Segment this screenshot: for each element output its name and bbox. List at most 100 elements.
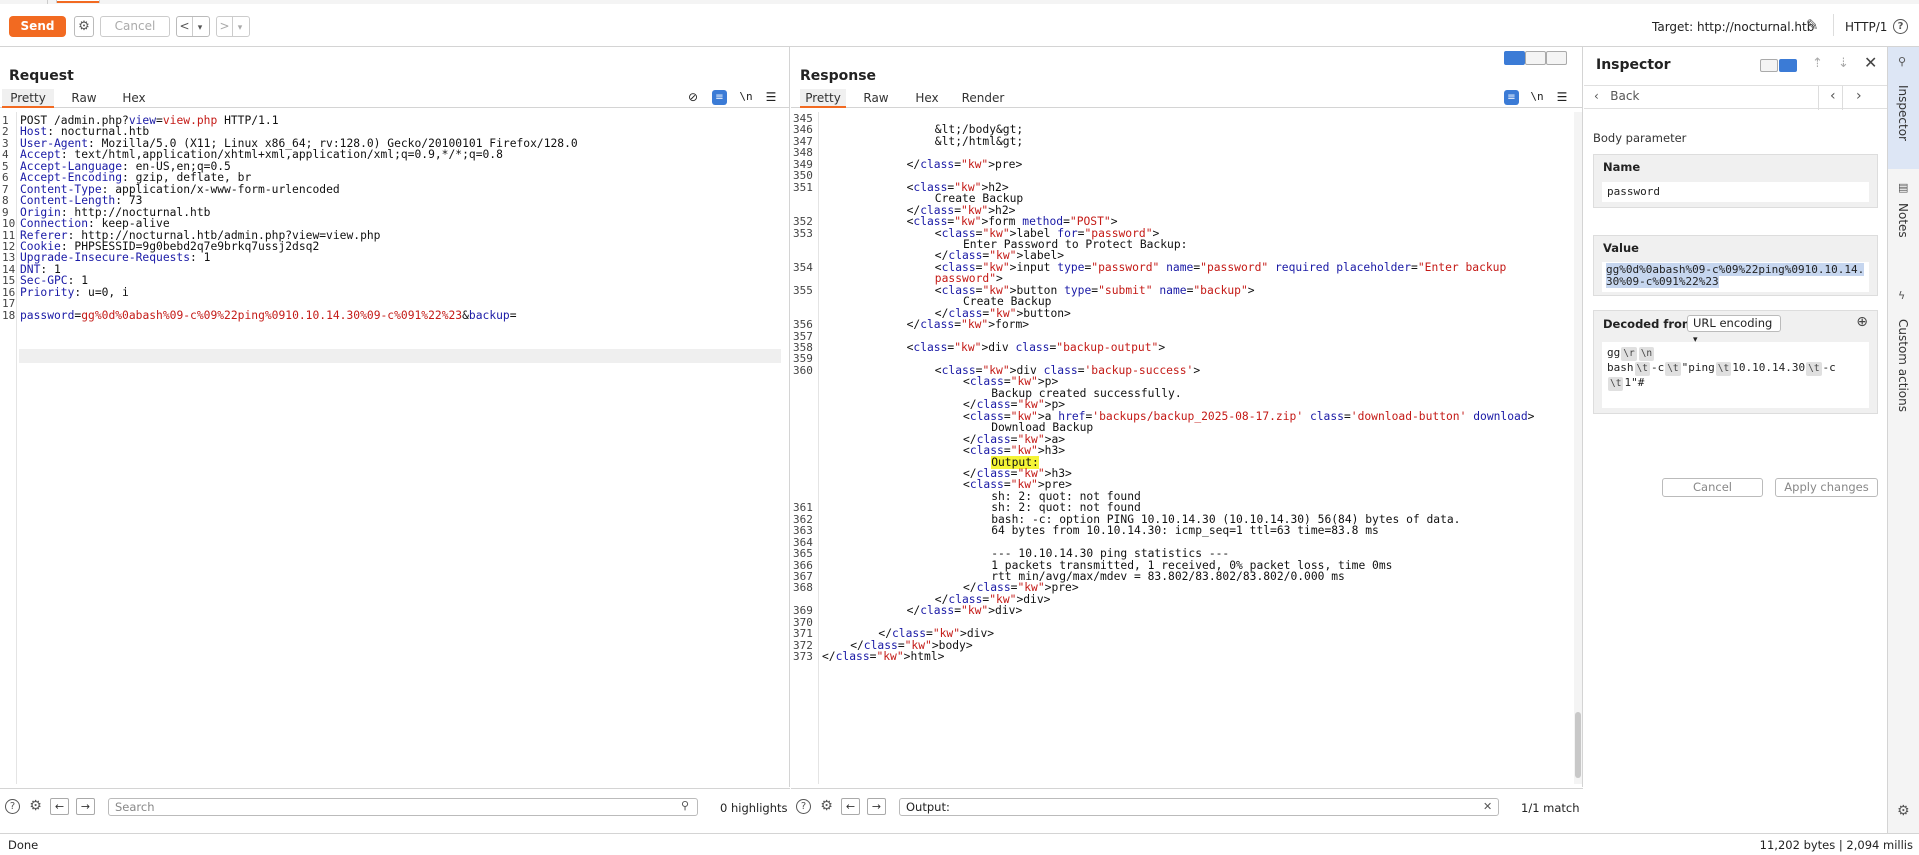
parameter-name-field[interactable]: password xyxy=(1602,182,1869,202)
send-button[interactable]: Send xyxy=(9,16,66,37)
encoding-dropdown[interactable]: URL encoding ▾ xyxy=(1687,315,1781,345)
response-line-number: 365 xyxy=(793,547,813,561)
collapse-all-icon[interactable]: ⇣ xyxy=(1838,56,1849,71)
request-tab-hex[interactable]: Hex xyxy=(122,91,146,105)
forward-arrow-icon[interactable]: > xyxy=(217,17,233,36)
response-code-line: <class="kw">div class="backup-output"> xyxy=(906,341,1166,354)
side-settings-gear-icon[interactable]: ⚙ xyxy=(1897,803,1910,819)
response-scrollbar-thumb[interactable] xyxy=(1575,712,1581,778)
request-line-number: 7 xyxy=(2,182,9,196)
stacked-layout-button[interactable] xyxy=(1525,51,1546,65)
previous-item-icon[interactable]: ‹ xyxy=(1830,88,1836,104)
status-bar: Done 11,202 bytes | 2,094 millis xyxy=(0,833,1919,855)
expand-all-icon[interactable]: ⇡ xyxy=(1812,56,1823,71)
sidetab-custom-actions-label: Custom actions xyxy=(1896,319,1910,412)
response-title: Response xyxy=(800,68,877,84)
response-word-wrap-icon[interactable]: ≡ xyxy=(1504,90,1519,105)
request-menu-icon[interactable]: ☰ xyxy=(765,90,777,104)
settings-gear-icon[interactable]: ⚙ xyxy=(74,16,94,37)
request-highlight-count: 0 highlights xyxy=(720,801,788,815)
response-code-line: </class="kw">a> xyxy=(963,432,1066,446)
name-header: Name xyxy=(1603,160,1641,174)
body-parameter-label: Body parameter xyxy=(1593,131,1687,145)
response-code-line: </class="kw">html> xyxy=(822,650,945,664)
status-text: Done xyxy=(8,838,39,852)
request-help-icon[interactable]: ? xyxy=(5,799,20,814)
inspector-panel: Inspector ⇡ ⇣ ✕ ‹ Back ‹ › Body paramete… xyxy=(1584,47,1887,787)
newline-toggle-icon[interactable]: \n xyxy=(739,90,753,103)
search-magnifier-icon: ⚲ xyxy=(681,799,690,812)
decoded-line-1: gg\r\n xyxy=(1607,346,1655,361)
request-line-number: 16 xyxy=(2,285,16,299)
parameter-value-field[interactable]: gg%0d%0abash%09-c%09%22ping%0910.10.14.3… xyxy=(1602,262,1869,292)
response-line-number: 348 xyxy=(793,146,813,160)
response-line-number: 357 xyxy=(793,329,813,343)
request-line-number: 5 xyxy=(2,159,9,173)
back-arrow-icon[interactable]: < xyxy=(177,17,193,36)
edit-target-pencil-icon[interactable]: ✎ xyxy=(1806,16,1819,34)
inspector-cancel-button[interactable]: Cancel xyxy=(1662,478,1763,497)
clear-search-icon[interactable]: ✕ xyxy=(1483,800,1493,813)
inspector-tab-icon: ⚲ xyxy=(1898,55,1907,68)
request-search-settings-gear-icon[interactable]: ⚙ xyxy=(29,798,42,814)
response-line-number: 370 xyxy=(793,615,813,629)
response-tab-hex[interactable]: Hex xyxy=(915,91,939,105)
back-dropdown-icon[interactable]: ▾ xyxy=(197,23,203,33)
sidetab-notes[interactable]: ▤ Notes xyxy=(1888,173,1919,253)
inspector-back-button[interactable]: ‹ Back xyxy=(1594,89,1639,103)
tabbed-layout-button[interactable] xyxy=(1546,51,1567,65)
response-search-prev-button[interactable]: ← xyxy=(841,798,860,815)
apply-changes-button[interactable]: Apply changes xyxy=(1775,478,1878,497)
back-history-button[interactable]: <▾ xyxy=(176,16,210,37)
inspector-layout-list-icon[interactable] xyxy=(1760,59,1778,72)
response-code-line: <class="kw">h2> xyxy=(906,180,1009,194)
response-code-line: &lt;/html&gt; xyxy=(934,134,1024,148)
request-search-next-button[interactable]: → xyxy=(76,798,95,815)
response-line-number: 373 xyxy=(793,650,813,664)
next-item-icon[interactable]: › xyxy=(1856,88,1862,104)
response-code-line: </class="kw">div> xyxy=(934,592,1051,606)
response-tab-render[interactable]: Render xyxy=(961,91,1005,105)
word-wrap-icon[interactable]: ≡ xyxy=(712,90,727,105)
request-code-line: Host: nocturnal.htb xyxy=(20,125,150,139)
response-code-line: <class="kw">p> xyxy=(963,375,1059,389)
response-menu-icon[interactable]: ☰ xyxy=(1556,90,1568,104)
request-code-line: password=gg%0d%0abash%09-c%09%22ping%091… xyxy=(20,308,517,322)
request-search-input[interactable]: Search xyxy=(108,798,698,816)
add-decoding-icon[interactable]: ⊕ xyxy=(1856,314,1868,330)
help-icon[interactable]: ? xyxy=(1893,19,1908,34)
protocol-label[interactable]: HTTP/1 xyxy=(1845,20,1888,34)
response-help-icon[interactable]: ? xyxy=(796,799,811,814)
previous-tab[interactable] xyxy=(0,0,48,4)
forward-history-button[interactable]: >▾ xyxy=(216,16,250,37)
response-scrollbar[interactable] xyxy=(1574,112,1582,784)
sidetab-custom-actions[interactable]: ϟ Custom actions xyxy=(1888,287,1919,412)
response-line-number: 358 xyxy=(793,341,813,354)
response-search-input[interactable]: Output: xyxy=(899,798,1499,816)
side-by-side-layout-button[interactable] xyxy=(1504,51,1525,65)
request-code-line: Cookie: PHPSESSID=9g0bebd2q7e9brkq7ussj2… xyxy=(20,239,320,253)
sidetab-inspector[interactable]: ⚲ Inspector xyxy=(1888,47,1919,169)
current-tab[interactable] xyxy=(56,0,100,3)
request-tab-raw[interactable]: Raw xyxy=(71,91,97,105)
response-search-next-button[interactable]: → xyxy=(867,798,886,815)
response-code-line: password"> xyxy=(934,272,1003,286)
hide-nonprintable-icon[interactable]: ⊘ xyxy=(687,90,699,104)
request-search-prev-button[interactable]: ← xyxy=(50,798,69,815)
response-newline-toggle-icon[interactable]: \n xyxy=(1530,90,1544,103)
close-inspector-icon[interactable]: ✕ xyxy=(1864,53,1878,72)
forward-dropdown-icon[interactable]: ▾ xyxy=(237,23,243,33)
response-tab-raw[interactable]: Raw xyxy=(863,91,889,105)
request-line-number: 14 xyxy=(2,262,16,276)
response-search-settings-gear-icon[interactable]: ⚙ xyxy=(820,798,833,814)
cancel-button[interactable]: Cancel xyxy=(100,16,170,37)
request-tab-pretty[interactable]: Pretty xyxy=(2,89,54,108)
inspector-layout-panel-icon[interactable] xyxy=(1779,59,1797,72)
response-tab-pretty[interactable]: Pretty xyxy=(800,89,846,108)
current-line-highlight xyxy=(19,349,781,363)
request-code-line: Priority: u=0, i xyxy=(20,285,129,299)
